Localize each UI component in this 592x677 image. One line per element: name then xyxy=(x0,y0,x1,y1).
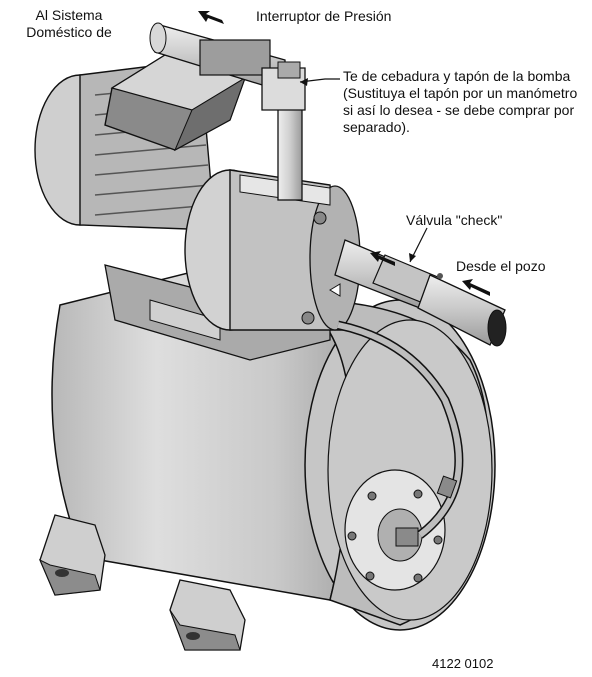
tank-flange xyxy=(344,469,446,591)
flow-arrows xyxy=(198,11,490,296)
outlet-flow-arrow xyxy=(198,11,224,24)
priming-tee-label: Te de cebadura y tapón de la bomba (Sust… xyxy=(343,68,578,135)
tank-hose xyxy=(337,320,464,539)
pump-bolt xyxy=(313,211,327,225)
priming-plug xyxy=(277,61,301,79)
pump-head xyxy=(184,169,361,331)
pump-motor xyxy=(34,54,247,231)
callout-lines xyxy=(299,78,428,263)
inlet-flow-arrow xyxy=(462,279,490,296)
pressure-switch-body xyxy=(199,39,271,76)
pressure-switch-label: Interruptor de Presión xyxy=(256,8,392,24)
discharge-pipe xyxy=(149,22,306,201)
outlet-label-line2: Doméstico de xyxy=(26,24,112,40)
check-valve-label: Válvula "check" xyxy=(406,212,503,228)
pipe-opening xyxy=(487,309,507,347)
outlet-label-line1: Al Sistema xyxy=(35,7,103,23)
from-well-label: Desde el pozo xyxy=(456,258,546,274)
tank-feet xyxy=(39,514,246,651)
outlet-label: Al Sistema Doméstico de xyxy=(14,7,124,41)
figure-code: 4122 0102 xyxy=(432,656,494,671)
suction-pipe xyxy=(334,239,507,347)
check-valve-flow-arrow xyxy=(370,251,395,266)
